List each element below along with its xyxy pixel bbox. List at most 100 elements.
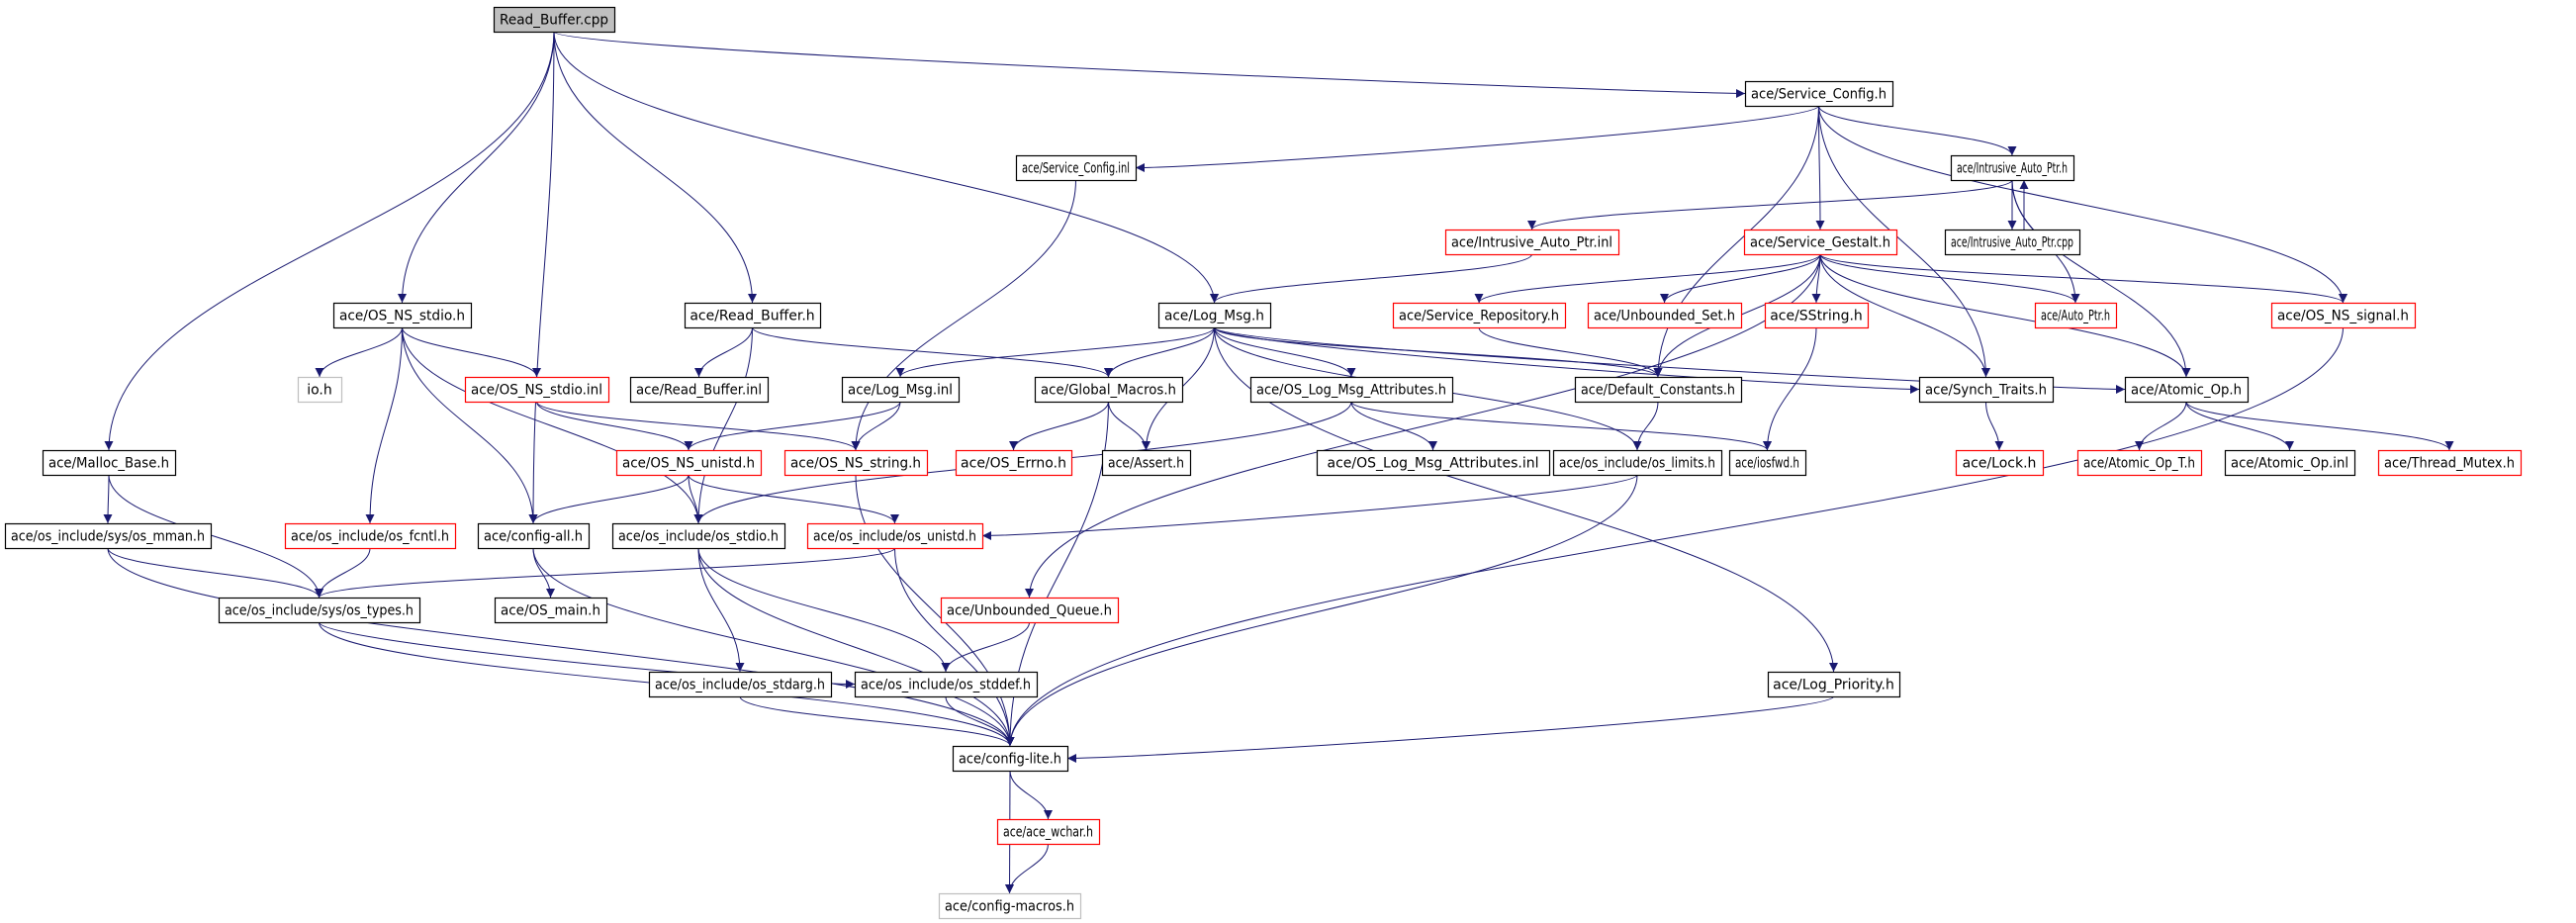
node-read-buffer-cpp[interactable]: Read_Buffer.cpp [493,6,616,34]
node-os-log-msg-attributes-inl[interactable]: ace/OS_Log_Msg_Attributes.inl [1316,449,1551,477]
node-box[interactable] [1552,449,1723,477]
node-os-ns-signal-h[interactable]: ace/OS_NS_signal.h [2270,302,2417,329]
node-auto-ptr-h[interactable]: ace/Auto_Ptr.h [2034,302,2118,329]
node-os-log-msg-attributes-h[interactable]: ace/OS_Log_Msg_Attributes.h [1249,376,1454,404]
node-assert-h[interactable]: ace/Assert.h [1101,449,1192,477]
node-ace-wchar-h[interactable]: ace/ace_wchar.h [996,818,1101,846]
node-thread-mutex-h[interactable]: ace/Thread_Mutex.h [2377,449,2523,477]
node-io-h[interactable]: io.h [297,376,343,404]
node-unbounded-set-h[interactable]: ace/Unbounded_Set.h [1587,302,1743,329]
node-os-limits-h[interactable]: ace/os_include/os_limits.h [1552,449,1723,477]
node-box[interactable] [1767,671,1901,698]
node-log-msg-inl[interactable]: ace/Log_Msg.inl [841,376,961,404]
node-box[interactable] [1918,376,2055,404]
node-malloc-base-h[interactable]: ace/Malloc_Base.h [42,449,177,477]
node-global-macros-h[interactable]: ace/Global_Macros.h [1034,376,1184,404]
node-box[interactable] [996,818,1101,846]
node-box[interactable] [2124,376,2250,404]
node-box[interactable] [1743,229,1898,256]
node-box[interactable] [1764,302,1870,329]
node-os-errno-h[interactable]: ace/OS_Errno.h [955,449,1073,477]
node-box[interactable] [1728,449,1807,477]
node-box[interactable] [464,376,610,404]
node-box[interactable] [2270,302,2417,329]
node-box[interactable] [1316,449,1551,477]
node-box[interactable] [955,449,1073,477]
node-intrusive-auto-ptr-inl[interactable]: ace/Intrusive_Auto_Ptr.inl [1444,229,1620,256]
node-box[interactable] [477,522,591,550]
node-box[interactable] [1744,80,1894,108]
node-box[interactable] [42,449,177,477]
node-config-all-h[interactable]: ace/config-all.h [477,522,591,550]
node-config-macros-h[interactable]: ace/config-macros.h [938,892,1082,920]
node-sstring-h[interactable]: ace/SString.h [1764,302,1870,329]
node-box[interactable] [940,597,1120,624]
node-box[interactable] [841,376,961,404]
node-box[interactable] [615,449,763,477]
node-log-msg-h[interactable]: ace/Log_Msg.h [1157,302,1272,329]
node-os-ns-stdio-inl[interactable]: ace/OS_NS_stdio.inl [464,376,610,404]
node-atomic-op-h[interactable]: ace/Atomic_Op.h [2124,376,2250,404]
node-os-mman-h[interactable]: ace/os_include/sys/os_mman.h [4,522,213,550]
node-service-config-h[interactable]: ace/Service_Config.h [1744,80,1894,108]
node-unbounded-queue-h[interactable]: ace/Unbounded_Queue.h [940,597,1120,624]
node-os-types-h[interactable]: ace/os_include/sys/os_types.h [218,597,421,624]
node-read-buffer-h[interactable]: ace/Read_Buffer.h [684,302,822,329]
node-box[interactable] [952,745,1069,773]
node-intrusive-auto-ptr-cpp[interactable]: ace/Intrusive_Auto_Ptr.cpp [1944,229,2081,256]
node-box[interactable] [1101,449,1192,477]
node-box[interactable] [1157,302,1272,329]
node-log-priority-h[interactable]: ace/Log_Priority.h [1767,671,1901,698]
node-box[interactable] [297,376,343,404]
node-box[interactable] [1950,154,2075,182]
node-service-gestalt-h[interactable]: ace/Service_Gestalt.h [1743,229,1898,256]
node-box[interactable] [1444,229,1620,256]
node-box[interactable] [2377,449,2523,477]
node-os-stddef-h[interactable]: ace/os_include/os_stddef.h [854,671,1039,698]
node-box[interactable] [2034,302,2118,329]
node-iosfwd-h[interactable]: ace/iosfwd.h [1728,449,1807,477]
node-os-fcntl-h[interactable]: ace/os_include/os_fcntl.h [284,522,457,550]
node-box[interactable] [2076,449,2203,477]
node-box[interactable] [1955,449,2045,477]
node-box[interactable] [1249,376,1454,404]
node-box[interactable] [332,302,473,329]
node-service-config-inl[interactable]: ace/Service_Config.inl [1015,154,1138,182]
node-default-constants-h[interactable]: ace/Default_Constants.h [1574,376,1743,404]
node-box[interactable] [4,522,213,550]
node-lock-h[interactable]: ace/Lock.h [1955,449,2045,477]
node-os-stdio-h[interactable]: ace/os_include/os_stdio.h [611,522,786,550]
node-os-ns-stdio-h[interactable]: ace/OS_NS_stdio.h [332,302,473,329]
node-box[interactable] [2224,449,2356,477]
node-read-buffer-inl[interactable]: ace/Read_Buffer.inl [629,376,770,404]
node-box[interactable] [1034,376,1184,404]
node-box[interactable] [1587,302,1743,329]
node-box[interactable] [1574,376,1743,404]
node-box[interactable] [854,671,1039,698]
node-os-ns-string-h[interactable]: ace/OS_NS_string.h [783,449,929,477]
node-service-repository-h[interactable]: ace/Service_Repository.h [1392,302,1567,329]
node-box[interactable] [1944,229,2081,256]
node-os-stdarg-h[interactable]: ace/os_include/os_stdarg.h [648,671,833,698]
node-box[interactable] [684,302,822,329]
node-box[interactable] [493,6,616,34]
node-synch-traits-h[interactable]: ace/Synch_Traits.h [1918,376,2055,404]
node-box[interactable] [218,597,421,624]
node-atomic-op-t-h[interactable]: ace/Atomic_Op_T.h [2076,449,2203,477]
node-box[interactable] [648,671,833,698]
node-box[interactable] [806,522,984,550]
node-box[interactable] [611,522,786,550]
node-box[interactable] [1015,154,1138,182]
node-box[interactable] [494,597,608,624]
node-box[interactable] [629,376,770,404]
node-config-lite-h[interactable]: ace/config-lite.h [952,745,1069,773]
node-os-main-h[interactable]: ace/OS_main.h [494,597,608,624]
node-box[interactable] [1392,302,1567,329]
node-box[interactable] [783,449,929,477]
node-box[interactable] [284,522,457,550]
node-os-ns-unistd-h[interactable]: ace/OS_NS_unistd.h [615,449,763,477]
node-os-unistd-h[interactable]: ace/os_include/os_unistd.h [806,522,984,550]
node-box[interactable] [938,892,1082,920]
node-atomic-op-inl[interactable]: ace/Atomic_Op.inl [2224,449,2356,477]
node-intrusive-auto-ptr-h[interactable]: ace/Intrusive_Auto_Ptr.h [1950,154,2075,182]
